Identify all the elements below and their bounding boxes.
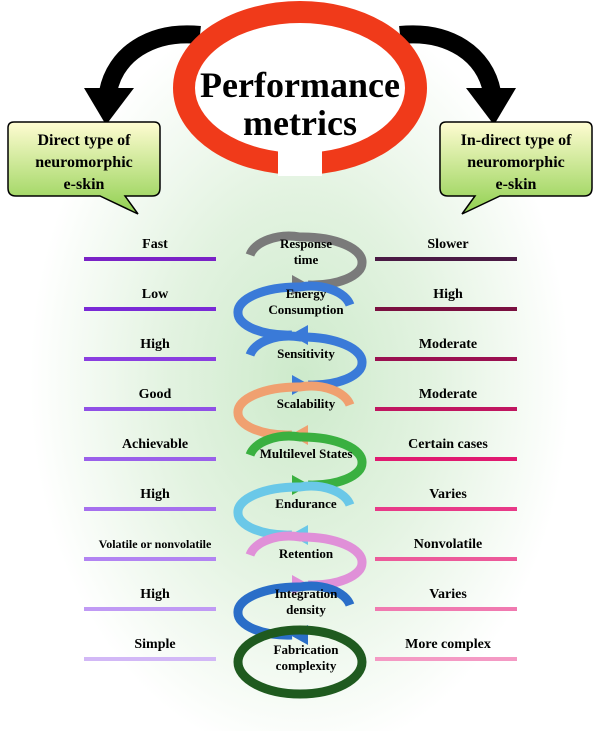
metric-label: Energy [286, 286, 327, 301]
metric-label: Multilevel States [260, 446, 353, 461]
direct-value: Low [142, 287, 169, 302]
direct-value: Good [139, 387, 172, 402]
spiral-arc [245, 431, 367, 490]
indirect-value: Nonvolatile [414, 537, 482, 552]
indirect-value: Varies [429, 487, 467, 502]
title-line-1: Performance [200, 65, 400, 105]
right-curved-arrow-icon [399, 25, 516, 125]
spiral-arc [233, 581, 355, 640]
direct-value: Fast [142, 237, 168, 252]
indirect-value: Moderate [419, 387, 477, 402]
title-line-2: metrics [243, 103, 357, 143]
metric-label: density [286, 602, 326, 617]
spiral-arc [245, 331, 367, 390]
spiral-arc [245, 231, 367, 290]
direct-value: High [140, 487, 170, 502]
metric-label: Response [280, 236, 332, 251]
left-callout-line-3: e-skin [64, 176, 105, 193]
indirect-value: High [433, 287, 463, 302]
spiral-arc [245, 531, 367, 590]
metric-label: Fabrication [274, 642, 340, 657]
metric-label: Endurance [275, 496, 337, 511]
fabrication-complexity-ring [233, 625, 367, 699]
left-callout-line-1: Direct type of [38, 132, 132, 149]
left-callout-line-2: neuromorphic [35, 154, 132, 171]
direct-value: Volatile or nonvolatile [99, 537, 212, 551]
spiral-arc [233, 381, 355, 440]
indirect-value: Varies [429, 587, 467, 602]
spiral-arc [233, 281, 355, 340]
metric-label: Retention [279, 546, 334, 561]
left-curved-arrow-icon [84, 25, 201, 125]
metric-label: Integration [275, 586, 339, 601]
right-callout-box [439, 121, 593, 215]
title-ring [173, 1, 427, 176]
metric-label: Scalability [277, 396, 336, 411]
spiral-arc [233, 481, 355, 540]
metric-label: Consumption [268, 302, 344, 317]
direct-value: High [140, 587, 170, 602]
right-callout-line-1: In-direct type of [461, 132, 572, 149]
indirect-value: Certain cases [408, 437, 488, 452]
metric-label: complexity [276, 658, 337, 673]
right-callout-line-2: neuromorphic [467, 154, 564, 171]
indirect-value: More complex [405, 637, 491, 652]
direct-value: Achievable [122, 437, 188, 452]
indirect-value: Slower [427, 237, 468, 252]
metric-label: Sensitivity [277, 346, 335, 361]
right-callout-line-3: e-skin [496, 176, 537, 193]
direct-value: Simple [134, 637, 175, 652]
left-callout-box [7, 121, 161, 215]
metric-label: time [294, 252, 319, 267]
indirect-value: Moderate [419, 337, 477, 352]
direct-value: High [140, 337, 170, 352]
